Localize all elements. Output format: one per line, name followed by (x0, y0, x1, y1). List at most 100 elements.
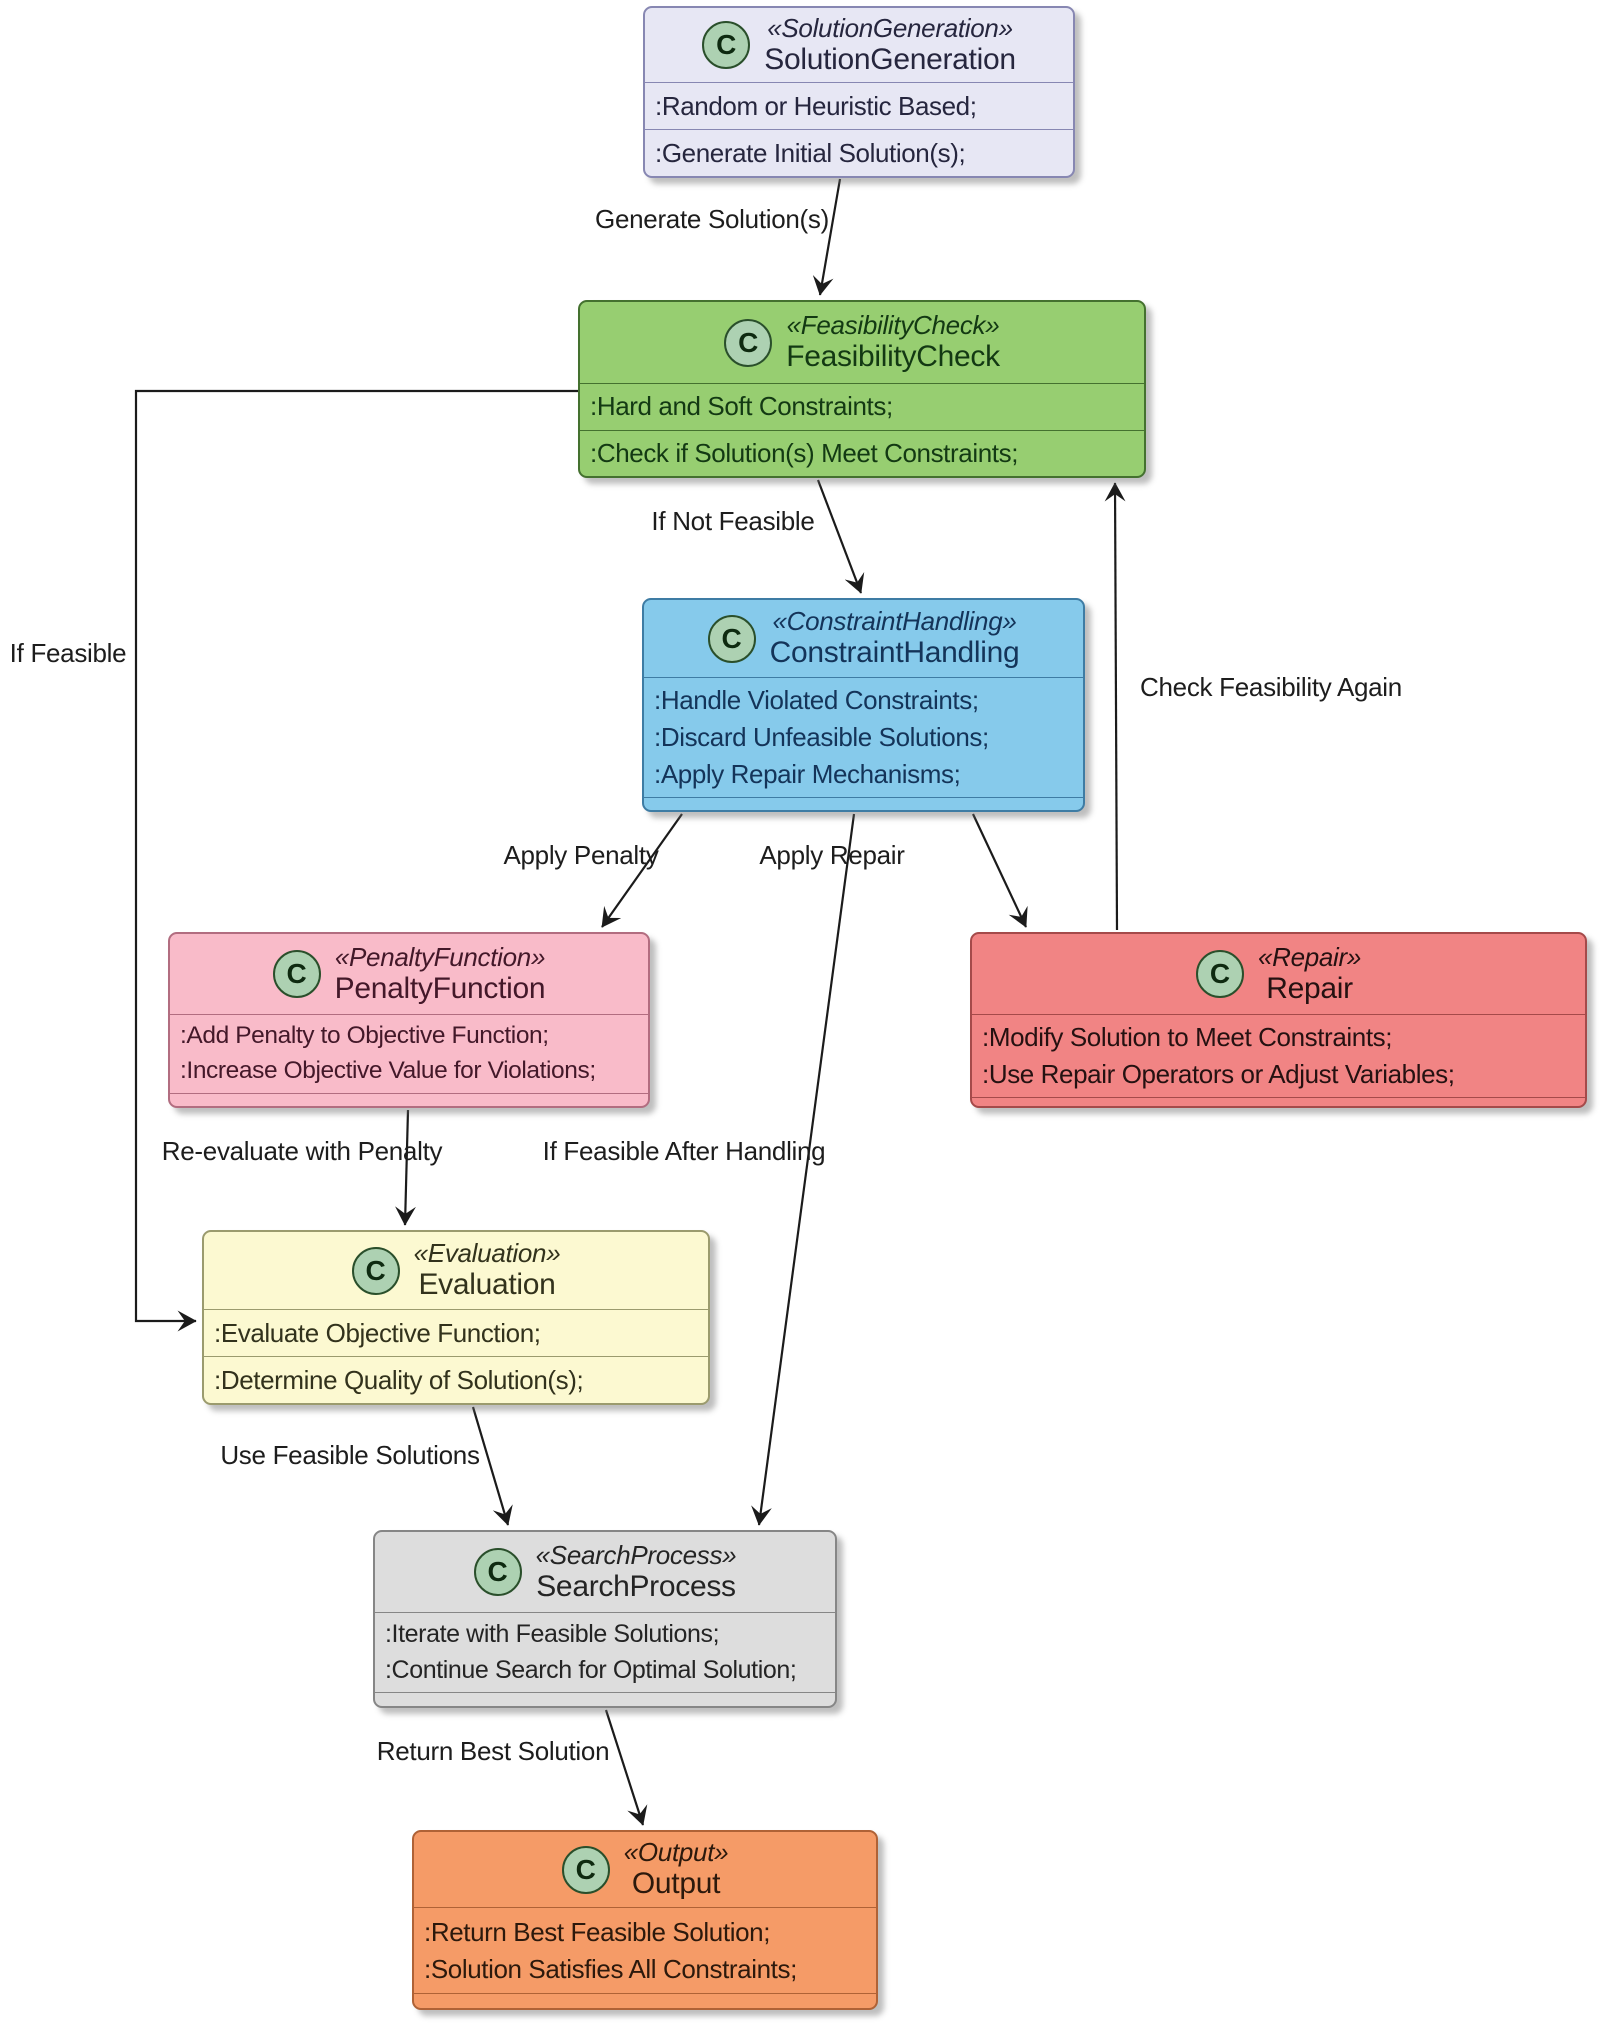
class-compartment: :Hard and Soft Constraints; (580, 383, 1144, 430)
class-empty-compartment (170, 1092, 648, 1108)
class-box-feasibility-check: C «FeasibilityCheck» FeasibilityCheck :H… (578, 300, 1146, 478)
class-member: :Solution Satisfies All Constraints; (424, 1953, 797, 1984)
class-member: :Discard Unfeasible Solutions; (654, 721, 989, 752)
class-compartment: :Return Best Feasible Solution; :Solutio… (414, 1907, 876, 1993)
class-empty-compartment (375, 1692, 835, 1707)
class-member: :Use Repair Operators or Adjust Variable… (982, 1058, 1455, 1089)
edge-label-if-feasible: If Feasible (9, 638, 127, 668)
class-compartment: :Add Penalty to Objective Function; :Inc… (170, 1014, 648, 1093)
class-box-search-process: C «SearchProcess» SearchProcess :Iterate… (373, 1530, 837, 1708)
class-c-icon: C (1195, 950, 1244, 998)
class-header: C «ConstraintHandling» ConstraintHandlin… (644, 600, 1083, 677)
class-member: :Modify Solution to Meet Constraints; (982, 1022, 1393, 1052)
class-member: :Return Best Feasible Solution; (424, 1916, 771, 1947)
class-empty-compartment (644, 796, 1083, 812)
class-member: :Random or Heuristic Based; (655, 90, 977, 121)
edge-use-feasible-solutions (471, 1406, 513, 1526)
class-c-icon: C (473, 1548, 522, 1596)
class-header: C «SearchProcess» SearchProcess (375, 1532, 835, 1612)
class-header: C «SolutionGeneration» SolutionGeneratio… (645, 8, 1073, 82)
class-stereotype: «Output» (623, 1837, 729, 1868)
edge-return-best-solution (604, 1709, 648, 1826)
class-box-output: C «Output» Output :Return Best Feasible … (412, 1830, 878, 2010)
edge-check-feasibility-again (1104, 482, 1126, 931)
class-name: Repair (1266, 971, 1353, 1005)
class-c-icon: C (702, 21, 751, 69)
class-box-solution-generation: C «SolutionGeneration» SolutionGeneratio… (643, 6, 1075, 178)
edge-label-if-not-feasible: If Not Feasible (651, 506, 815, 536)
class-header: C «Evaluation» Evaluation (204, 1232, 708, 1309)
class-header: C «FeasibilityCheck» FeasibilityCheck (580, 302, 1144, 383)
class-name: SolutionGeneration (764, 42, 1016, 76)
class-stereotype: «SolutionGeneration» (767, 12, 1013, 43)
edge-label-return-best-solution: Return Best Solution (376, 1736, 610, 1766)
class-member: :Increase Objective Value for Violations… (180, 1056, 596, 1084)
edge-label-apply-penalty: Apply Penalty (503, 840, 659, 870)
edge-if-feasible-after-handling (751, 813, 856, 1526)
class-compartment: :Iterate with Feasible Solutions; :Conti… (375, 1612, 835, 1692)
class-header: C «PenaltyFunction» PenaltyFunction (170, 934, 648, 1014)
class-box-evaluation: C «Evaluation» Evaluation :Evaluate Obje… (202, 1230, 710, 1405)
class-stereotype: «FeasibilityCheck» (786, 310, 1000, 341)
edge-apply-penalty (601, 813, 683, 928)
class-stereotype: «Repair» (1257, 941, 1362, 972)
class-name: Evaluation (418, 1268, 556, 1302)
class-title: «FeasibilityCheck» FeasibilityCheck (786, 311, 1000, 374)
class-name: PenaltyFunction (334, 971, 546, 1005)
class-stereotype: «PenaltyFunction» (334, 941, 546, 972)
class-c-icon: C (724, 318, 773, 367)
class-c-icon: C (272, 950, 321, 998)
class-name: SearchProcess (536, 1569, 736, 1603)
class-member: :Hard and Soft Constraints; (590, 391, 893, 422)
class-name: ConstraintHandling (769, 636, 1020, 670)
class-compartment: :Random or Heuristic Based; (645, 82, 1073, 129)
class-compartment: :Determine Quality of Solution(s); (204, 1356, 708, 1403)
class-name: FeasibilityCheck (786, 340, 1000, 374)
class-header: C «Output» Output (414, 1832, 876, 1907)
edge-generate-solutions (812, 178, 842, 296)
edge-if-not-feasible (816, 479, 865, 594)
edge-re-evaluate-with-penalty (395, 1109, 416, 1226)
class-empty-compartment (414, 1993, 876, 2008)
class-c-icon: C (351, 1246, 400, 1295)
edge-label-use-feasible-solutions: Use Feasible Solutions (220, 1440, 480, 1470)
edge-label-generate-solutions: Generate Solution(s) (595, 204, 829, 234)
class-title: «Evaluation» Evaluation (414, 1239, 561, 1302)
class-box-repair: C «Repair» Repair :Modify Solution to Me… (970, 932, 1587, 1108)
class-box-penalty-function: C «PenaltyFunction» PenaltyFunction :Add… (168, 932, 650, 1108)
edge-label-if-feasible-after-handling: If Feasible After Handling (542, 1136, 826, 1166)
class-compartment: :Check if Solution(s) Meet Constraints; (580, 429, 1144, 477)
edge-if-feasible (134, 389, 578, 1332)
edge-apply-repair (972, 813, 1028, 928)
class-member: :Iterate with Feasible Solutions; (385, 1620, 720, 1648)
class-title: «Repair» Repair (1257, 941, 1362, 1006)
class-header: C «Repair» Repair (972, 934, 1585, 1014)
class-title: «SearchProcess» SearchProcess (535, 1539, 737, 1604)
class-title: «PenaltyFunction» PenaltyFunction (334, 941, 546, 1006)
class-box-constraint-handling: C «ConstraintHandling» ConstraintHandlin… (642, 598, 1085, 812)
class-compartment: :Handle Violated Constraints; :Discard U… (644, 677, 1083, 797)
class-stereotype: «ConstraintHandling» (772, 606, 1017, 637)
class-compartment: :Generate Initial Solution(s); (645, 129, 1073, 176)
class-member: :Check if Solution(s) Meet Constraints; (590, 437, 1019, 468)
class-title: «ConstraintHandling» ConstraintHandling (770, 607, 1020, 670)
class-stereotype: «Evaluation» (413, 1238, 561, 1269)
class-member: :Apply Repair Mechanisms; (654, 758, 961, 789)
class-member: :Handle Violated Constraints; (654, 685, 979, 715)
class-c-icon: C (561, 1845, 610, 1894)
class-member: :Determine Quality of Solution(s); (214, 1364, 584, 1395)
class-member: :Add Penalty to Objective Function; (180, 1022, 549, 1049)
class-compartment: :Modify Solution to Meet Constraints; :U… (972, 1014, 1585, 1097)
class-title: «Output» Output (624, 1838, 729, 1901)
edge-label-apply-repair: Apply Repair (759, 840, 905, 870)
class-title: «SolutionGeneration» SolutionGeneration (764, 12, 1016, 77)
class-member: :Generate Initial Solution(s); (655, 137, 966, 168)
class-member: :Continue Search for Optimal Solution; (385, 1655, 797, 1684)
class-name: Output (631, 1867, 721, 1901)
class-stereotype: «SearchProcess» (535, 1539, 737, 1570)
edge-label-re-evaluate-with-penalty: Re-evaluate with Penalty (161, 1136, 443, 1166)
edge-label-check-feasibility-again: Check Feasibility Again (1140, 672, 1402, 702)
class-c-icon: C (707, 614, 756, 663)
class-empty-compartment (972, 1096, 1585, 1112)
